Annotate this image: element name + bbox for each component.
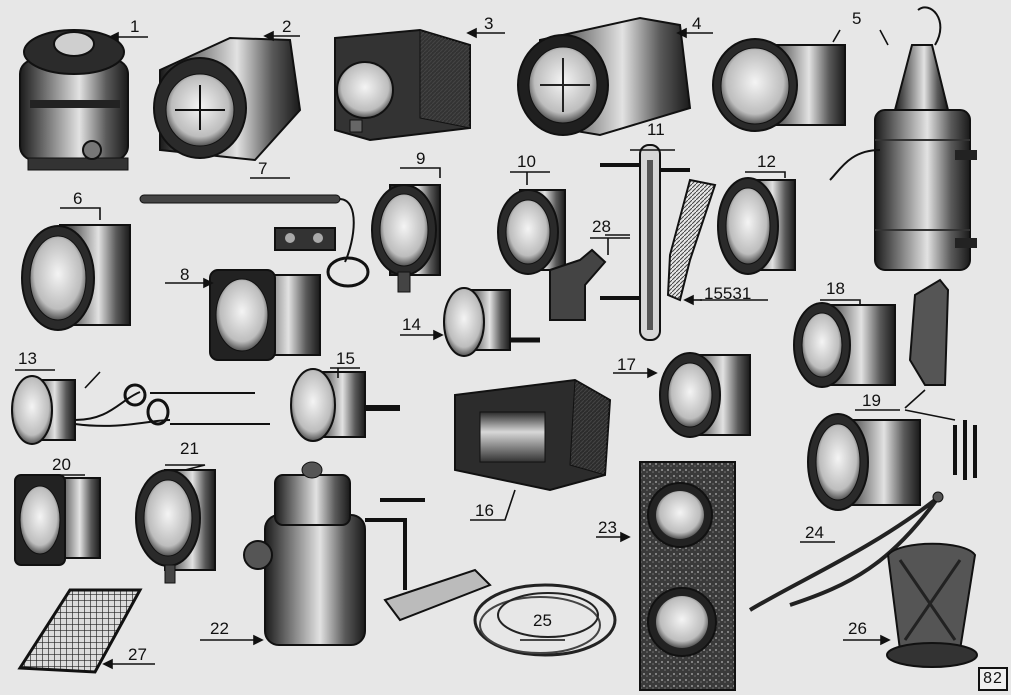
item-4-drawing [517,16,692,137]
item-label-2: 2 [282,17,292,36]
item-7-drawing [139,194,370,288]
item-label-24: 24 [805,523,824,542]
item-label-18: 18 [826,279,845,298]
item-label-26: 26 [848,619,867,638]
item-25-drawing [473,583,617,657]
item-5-transmitter-drawing [829,6,977,271]
item-6-drawing [21,224,131,331]
item-27-drawing [17,588,143,674]
item-19-drawing [807,413,977,511]
item-5-gauge-drawing [712,38,846,132]
item-11-drawing [600,144,690,341]
item-15-drawing [290,368,400,442]
item-16-drawing [454,378,612,492]
item-label-20: 20 [52,455,71,474]
item-20-drawing [14,474,101,566]
item-label-13: 13 [18,349,37,368]
item-18-drawing [793,278,950,388]
item-label-17: 17 [617,355,636,374]
item-label-5: 5 [852,9,862,28]
item-10-drawing [497,189,566,275]
item-label-15: 15 [336,349,355,368]
item-2-drawing [153,36,302,162]
item-label-16: 16 [475,501,494,520]
item-label-7: 7 [258,159,268,178]
item-12-drawing [717,177,796,275]
item-17-drawing [659,352,751,438]
item-label-11: 11 [647,120,665,139]
item-label-23: 23 [598,518,617,537]
item-3-drawing [334,28,471,142]
item-23-drawing [639,461,736,691]
item-label-15531: 15531 [704,284,752,303]
item-label-28: 28 [592,217,611,236]
item-label-19: 19 [862,391,881,410]
item-1-drawing [19,29,129,171]
page-number: 82 [978,667,1008,691]
item-label-10: 10 [517,152,536,171]
item-15531-drawing [666,178,717,302]
item-28-drawing [549,248,607,321]
item-label-9: 9 [416,149,426,168]
item-8-drawing [209,269,321,361]
item-label-3: 3 [484,14,494,33]
item-label-21: 21 [180,439,199,458]
item-label-25: 25 [533,611,552,630]
item-label-6: 6 [73,189,83,208]
leader-lines [15,27,956,670]
item-label-8: 8 [180,265,190,284]
item-14-drawing [443,287,540,357]
item-label-4: 4 [692,14,702,33]
item-13-drawing [11,375,270,445]
item-label-22: 22 [210,619,229,638]
item-26-drawing [886,542,978,668]
item-21-drawing [135,469,216,584]
item-label-27: 27 [128,645,147,664]
item-22-drawing [243,461,492,646]
item-9-drawing [371,184,441,293]
item-label-14: 14 [402,315,421,334]
item-label-1: 1 [130,17,140,36]
item-24-drawing [748,491,944,612]
item-label-12: 12 [757,152,776,171]
